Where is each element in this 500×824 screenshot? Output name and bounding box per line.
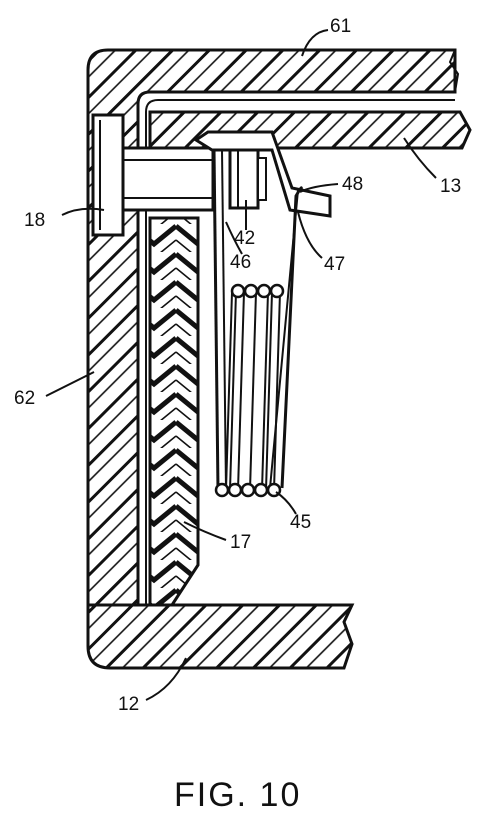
spring-top-sections [230,283,285,299]
outer-cover-61-62 [86,48,460,607]
figure-caption: FIG. 10 [174,776,301,814]
bottom-wall-12 [86,603,355,670]
spring-coils [225,291,281,491]
label-48: 48 [342,174,363,195]
leader-lines [45,29,437,701]
label-46: 46 [230,252,251,273]
label-12: 12 [118,694,139,715]
label-47: 47 [324,254,345,275]
spring-45 [212,149,303,498]
label-18: 18 [24,210,45,231]
collar-42 [228,148,267,210]
label-61: 61 [330,16,351,37]
label-45: 45 [290,512,311,533]
spring-bottom-sections [214,482,282,498]
label-17: 17 [230,532,251,553]
reference-labels: 61 13 48 42 18 46 47 62 45 17 12 [14,16,461,715]
part-17 [148,216,200,607]
label-62: 62 [14,388,35,409]
label-13: 13 [440,176,461,197]
label-42: 42 [234,228,255,249]
pin-18 [91,113,215,237]
